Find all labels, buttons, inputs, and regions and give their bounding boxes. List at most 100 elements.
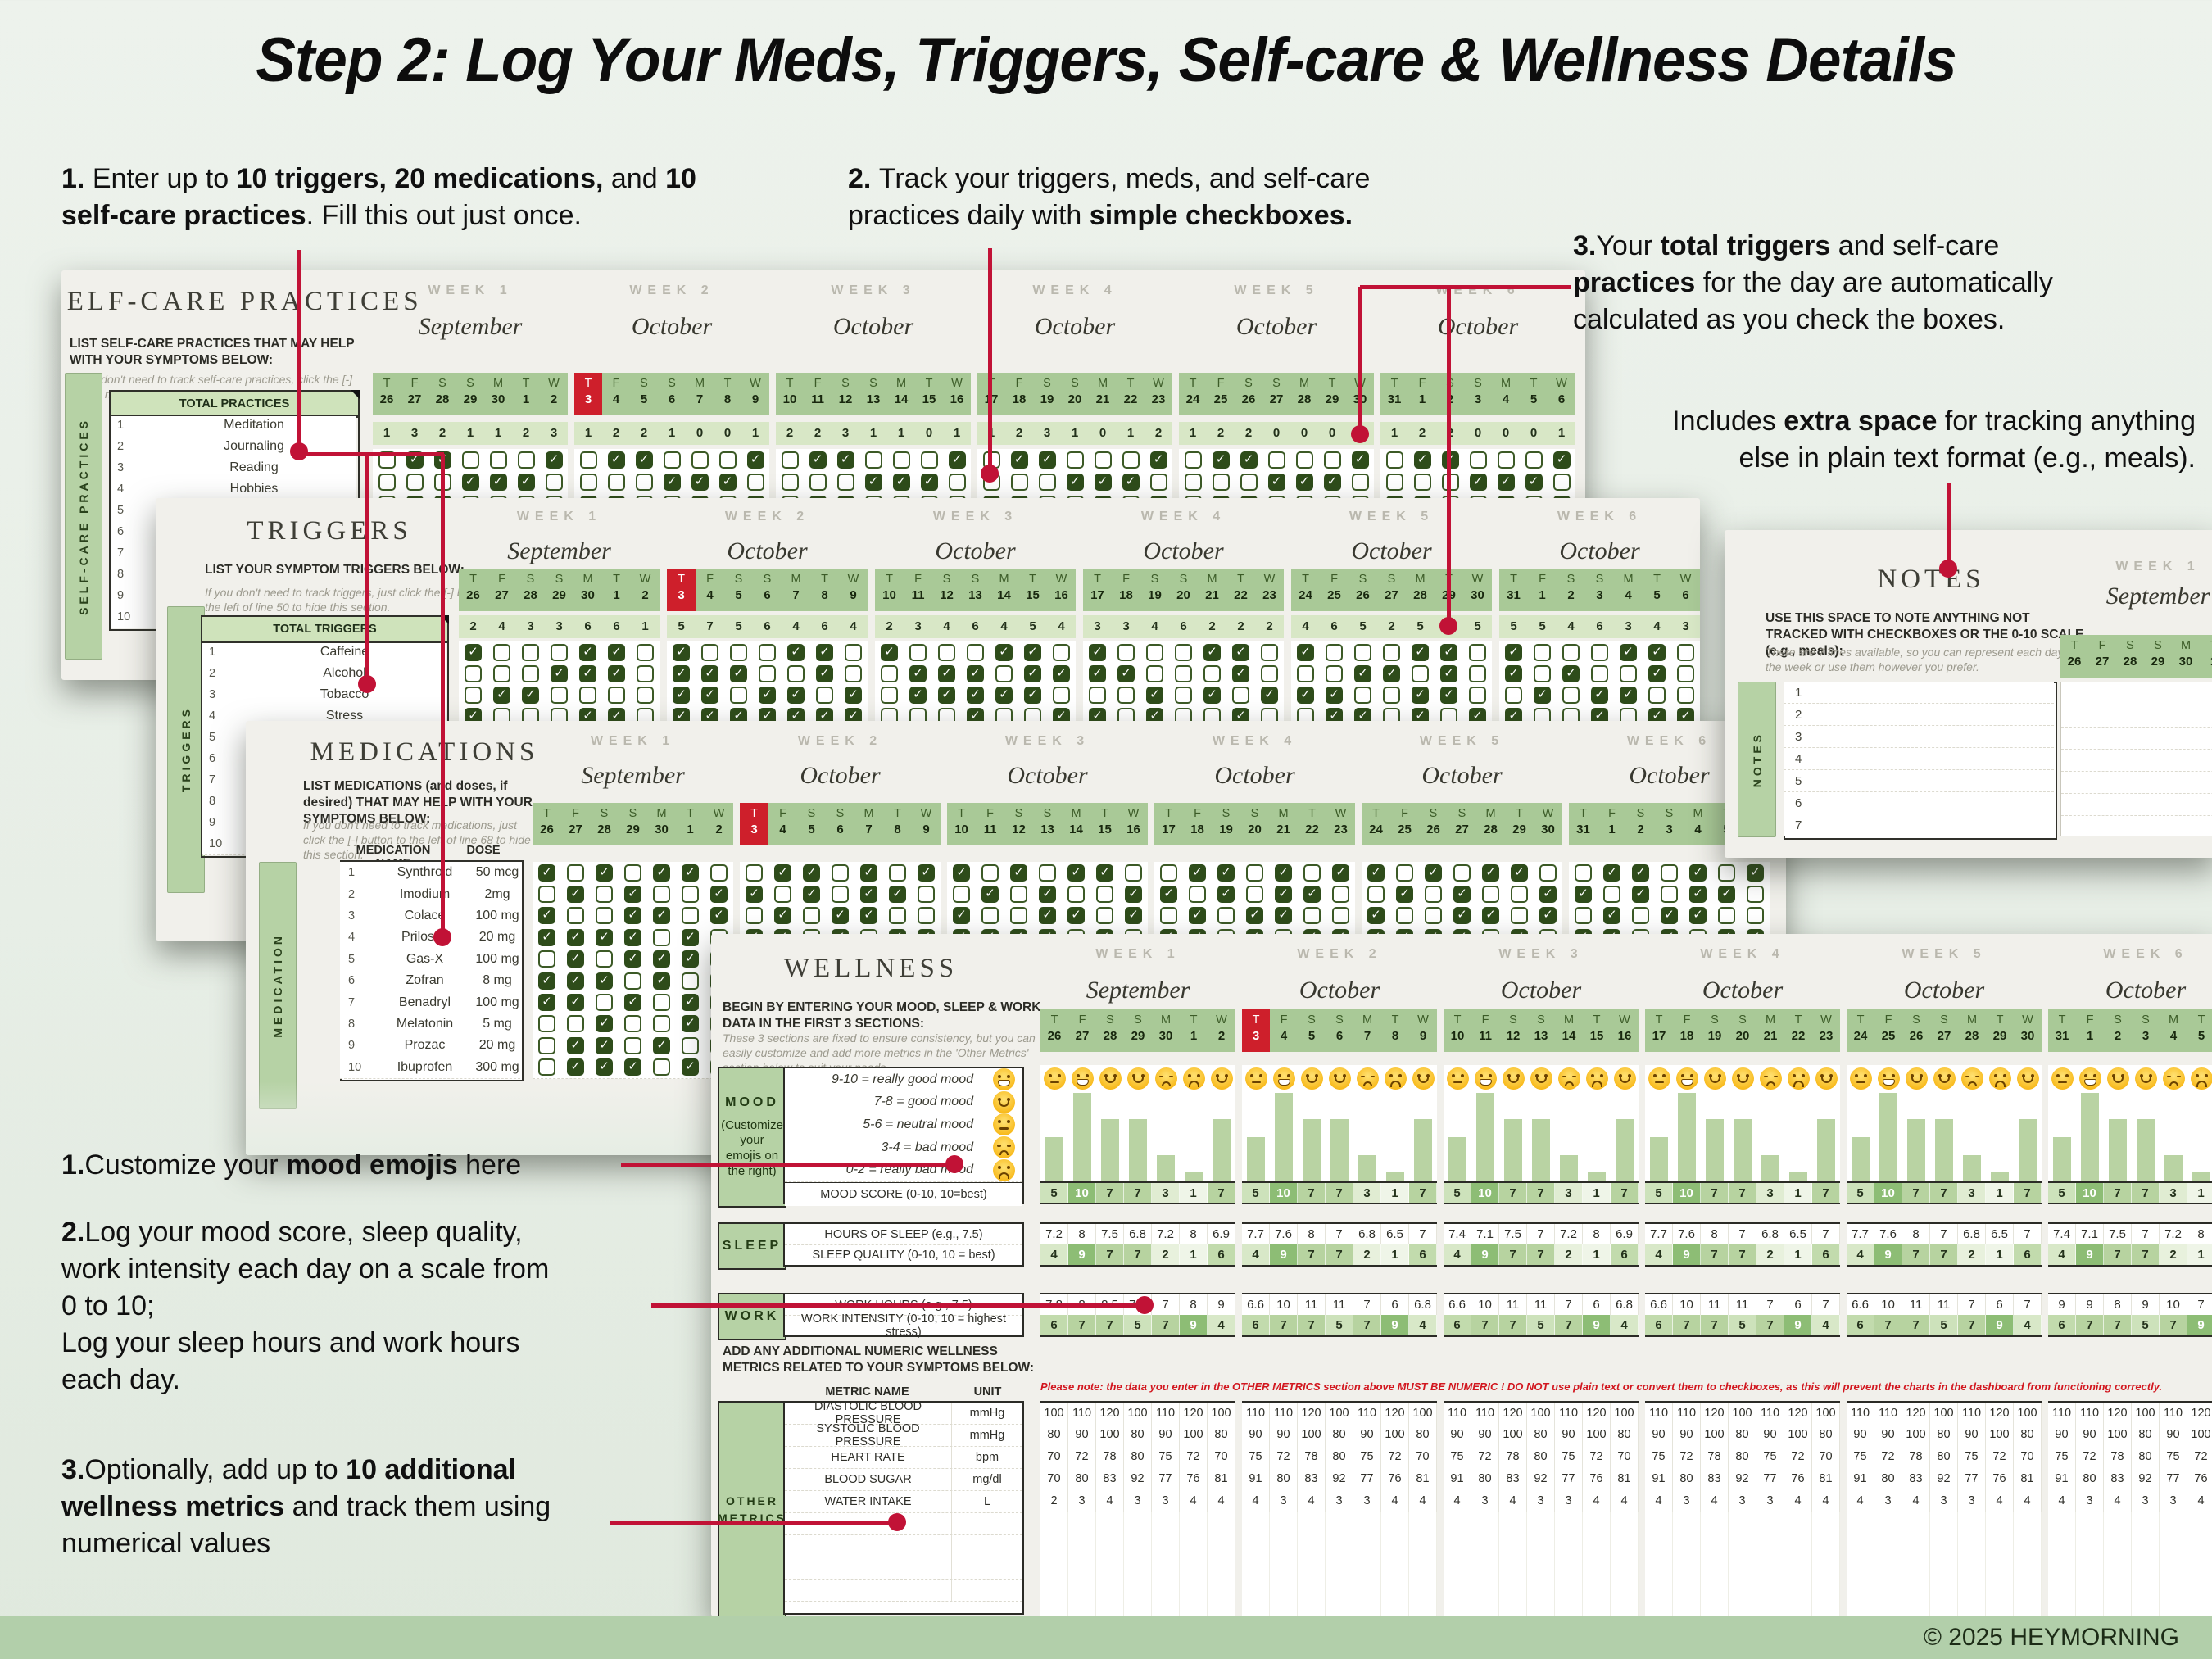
mood-emoji-cell[interactable] (1208, 1065, 1235, 1091)
metric-value-cell[interactable]: 72 (2187, 1445, 2212, 1467)
work-hours-cell[interactable]: 11 (1902, 1294, 1930, 1315)
metric-empty-cell[interactable] (1444, 1512, 1471, 1534)
checkbox-cell[interactable] (1351, 474, 1369, 491)
work-intensity-cell[interactable]: 9 (1381, 1315, 1409, 1335)
checkbox-cell[interactable] (1096, 886, 1113, 904)
checkbox-cell[interactable]: ✓ (1525, 474, 1543, 491)
checkbox-cell[interactable]: ✓ (517, 474, 535, 491)
metric-value-cell[interactable]: 76 (1784, 1467, 1812, 1489)
metric-empty-cell[interactable] (1270, 1578, 1298, 1600)
checkbox-cell[interactable]: ✓ (624, 1058, 641, 1077)
sleep-hours-cell[interactable]: 7.7 (1645, 1224, 1673, 1244)
metric-value-cell[interactable]: 4 (1180, 1489, 1208, 1512)
metric-empty-cell[interactable] (1298, 1512, 1326, 1534)
checkbox-cell[interactable] (637, 686, 654, 704)
metric-value-cell[interactable]: 80 (2014, 1423, 2042, 1445)
metric-value-cell[interactable]: 4 (1847, 1489, 1874, 1512)
sleep-hours-cell[interactable]: 8 (1583, 1224, 1611, 1244)
checkbox-cell[interactable]: ✓ (864, 474, 882, 491)
sleep-hours-cell[interactable]: 7 (1812, 1224, 1840, 1244)
metric-value-cell[interactable]: 100 (1180, 1423, 1208, 1445)
checkbox-cell[interactable] (538, 950, 555, 968)
metric-empty-cell[interactable] (1040, 1600, 1068, 1616)
checkbox-cell[interactable]: ✓ (682, 1058, 699, 1077)
checkbox-cell[interactable]: ✓ (1096, 863, 1113, 882)
mood-score-cell[interactable]: 5 (1645, 1183, 1673, 1203)
checkbox-cell[interactable] (1425, 907, 1442, 925)
checkbox-cell[interactable] (545, 474, 563, 491)
metric-empty-cell[interactable] (1611, 1556, 1639, 1578)
checkbox-cell[interactable] (1482, 886, 1499, 904)
checkbox-cell[interactable] (653, 928, 670, 946)
mood-emoji-cell[interactable] (1180, 1065, 1208, 1091)
checkbox-cell[interactable]: ✓ (1591, 686, 1608, 704)
checkbox-cell[interactable]: ✓ (1747, 863, 1764, 882)
work-intensity-cell[interactable]: 4 (1409, 1315, 1437, 1335)
sleep-hours-cell[interactable]: 6.5 (1784, 1224, 1812, 1244)
checkbox-cell[interactable]: ✓ (1453, 907, 1471, 925)
checkbox-cell[interactable]: ✓ (938, 686, 955, 704)
work-intensity-cell[interactable]: 6 (1847, 1315, 1874, 1335)
metric-empty-cell[interactable] (1471, 1578, 1499, 1600)
checkbox-cell[interactable]: ✓ (607, 451, 625, 469)
checkbox-cell[interactable] (1326, 643, 1343, 661)
metric-value-cell[interactable]: 92 (1326, 1467, 1353, 1489)
sleep-quality-cell[interactable]: 4 (1645, 1244, 1673, 1265)
work-hours-cell[interactable]: 6.8 (1611, 1294, 1639, 1315)
metric-value-cell[interactable]: 72 (1673, 1445, 1701, 1467)
mood-score-cell[interactable]: 10 (1673, 1183, 1701, 1203)
checkbox-cell[interactable]: ✓ (787, 643, 805, 661)
sleep-quality-cell[interactable]: 4 (1040, 1244, 1068, 1265)
metric-value-cell[interactable]: 80 (1068, 1467, 1096, 1489)
work-intensity-cell[interactable]: 9 (2187, 1315, 2212, 1335)
checkbox-cell[interactable] (493, 664, 510, 682)
mood-emoji-cell[interactable] (1756, 1065, 1784, 1091)
checkbox-cell[interactable] (596, 907, 613, 925)
checkbox-cell[interactable] (1603, 886, 1620, 904)
checkbox-cell[interactable] (920, 451, 938, 469)
sleep-quality-cell[interactable]: 7 (1527, 1244, 1555, 1265)
work-hours-cell[interactable]: 7 (1555, 1294, 1583, 1315)
metric-empty-cell[interactable] (1874, 1512, 1902, 1534)
checkbox-cell[interactable] (1383, 643, 1400, 661)
metric-empty-cell[interactable] (2104, 1578, 2132, 1600)
work-intensity-cell[interactable]: 7 (1756, 1315, 1784, 1335)
metric-empty-row[interactable] (785, 1580, 1022, 1602)
checkbox-cell[interactable]: ✓ (579, 643, 596, 661)
work-intensity-cell[interactable]: 6 (1645, 1315, 1673, 1335)
metric-value-cell[interactable]: 100 (1409, 1403, 1437, 1423)
work-intensity-cell[interactable]: 7 (1298, 1315, 1326, 1335)
work-hours-cell[interactable]: 9 (1208, 1294, 1235, 1315)
work-hours-cell[interactable]: 6.6 (1847, 1294, 1874, 1315)
checkbox-cell[interactable]: ✓ (1552, 451, 1571, 469)
metric-empty-cell[interactable] (1958, 1556, 1986, 1578)
checkbox-cell[interactable]: ✓ (1383, 664, 1400, 682)
metric-value-cell[interactable]: 100 (1208, 1403, 1235, 1423)
metric-empty-cell[interactable] (1353, 1578, 1381, 1600)
checkbox-cell[interactable]: ✓ (653, 863, 670, 882)
metric-empty-cell[interactable] (1409, 1556, 1437, 1578)
metric-value-cell[interactable]: 70 (2014, 1445, 2042, 1467)
metric-empty-cell[interactable] (1242, 1556, 1270, 1578)
metric-value-cell[interactable]: 4 (1701, 1489, 1729, 1512)
metric-value-cell[interactable]: 81 (1409, 1467, 1437, 1489)
checkbox-cell[interactable]: ✓ (1146, 686, 1163, 704)
mood-score-cell[interactable]: 7 (1527, 1183, 1555, 1203)
metric-empty-cell[interactable] (1326, 1512, 1353, 1534)
sleep-hours-cell[interactable]: 7 (1729, 1224, 1756, 1244)
metric-empty-cell[interactable] (1784, 1534, 1812, 1556)
mood-score-cell[interactable]: 7 (1930, 1183, 1958, 1203)
sleep-quality-cell[interactable]: 7 (1124, 1244, 1152, 1265)
checkbox-cell[interactable]: ✓ (816, 664, 833, 682)
mood-score-cell[interactable]: 5 (1242, 1183, 1270, 1203)
checkbox-cell[interactable] (1067, 886, 1085, 904)
metric-value-cell[interactable]: 75 (1756, 1445, 1784, 1467)
sleep-hours-cell[interactable]: 7.2 (1152, 1224, 1180, 1244)
metric-empty-cell[interactable] (1729, 1600, 1756, 1616)
checkbox-cell[interactable]: ✓ (673, 664, 690, 682)
metric-empty-cell[interactable] (1701, 1578, 1729, 1600)
metric-value-cell[interactable]: 3 (1270, 1489, 1298, 1512)
metric-value-cell[interactable]: 110 (1847, 1403, 1874, 1423)
mood-emoji-cell[interactable] (1958, 1065, 1986, 1091)
metric-value-cell[interactable]: 80 (1729, 1423, 1756, 1445)
